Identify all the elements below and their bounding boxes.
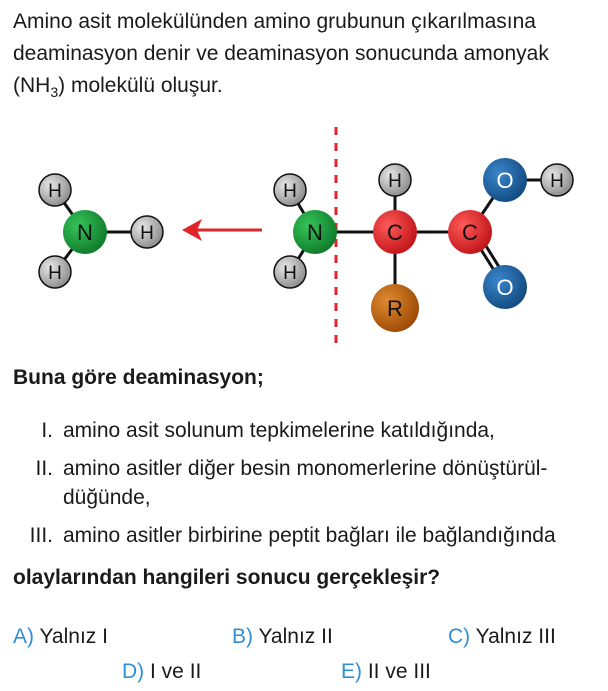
ammonia-molecule: H H N H	[38, 173, 164, 289]
atom-label: C	[387, 220, 403, 245]
statement-text: amino asit solunum tepkimelerine katıldı…	[63, 419, 495, 442]
atom-label: N	[77, 220, 93, 245]
atom-label: H	[48, 181, 62, 202]
deamination-diagram: H H N H H H N H	[38, 127, 574, 345]
oxygen-atom: O	[483, 265, 527, 309]
statement-number: I.	[41, 419, 53, 442]
option-text: Yalnız II	[258, 625, 333, 648]
r-group-atom: R	[371, 284, 419, 332]
nitrogen-atom: N	[293, 210, 337, 254]
option-d[interactable]: D) I ve II	[122, 660, 201, 684]
hydrogen-atom: H	[38, 173, 72, 207]
atom-label: O	[496, 275, 513, 300]
statement-item: I. amino asit solunum tepkimelerine katı…	[13, 416, 603, 446]
statement-text: amino asitler diğer besin monomerlerine …	[63, 457, 548, 480]
atom-label: H	[48, 263, 62, 284]
option-b[interactable]: B) Yalnız II	[232, 625, 333, 649]
option-e[interactable]: E) II ve III	[341, 660, 431, 684]
intro-line-2: deaminasyon denir ve deaminasyon sonucun…	[13, 42, 549, 65]
atom-label: R	[387, 296, 403, 321]
carbon-atom: C	[448, 210, 492, 254]
intro-subscript: 3	[50, 84, 59, 101]
option-letter: E)	[341, 660, 362, 683]
statement-item: II. amino asitler diğer besin monomerler…	[13, 454, 603, 514]
amino-acid-molecule: H H N H C R C O	[273, 158, 574, 332]
hydrogen-atom: H	[38, 255, 72, 289]
intro-line-1: Amino asit molekülünden amino grubunun ç…	[13, 10, 536, 33]
statement-item: III. amino asitler birbirine peptit bağl…	[13, 521, 608, 551]
question-stem: Buna göre deaminasyon;	[13, 366, 264, 389]
option-letter: B)	[232, 625, 253, 648]
option-text: I ve II	[150, 660, 202, 683]
intro-line-3: (NH3) molekülü oluşur.	[13, 70, 603, 102]
option-text: Yalnız III	[475, 625, 556, 648]
option-text: Yalnız I	[39, 625, 108, 648]
atom-label: H	[283, 181, 297, 202]
atom-label: O	[496, 168, 513, 193]
atom-label: H	[550, 171, 564, 192]
hydrogen-atom: H	[273, 255, 307, 289]
hydrogen-atom: H	[378, 163, 412, 197]
carbon-atom: C	[373, 210, 417, 254]
oxygen-atom: O	[483, 158, 527, 202]
option-letter: D)	[122, 660, 145, 683]
intro-paragraph: Amino asit molekülünden amino grubunun ç…	[13, 6, 603, 102]
atom-label: N	[307, 220, 323, 245]
option-c[interactable]: C) Yalnız III	[448, 625, 556, 649]
hydrogen-atom: H	[130, 215, 164, 249]
nitrogen-atom: N	[63, 210, 107, 254]
hydrogen-atom: H	[540, 163, 574, 197]
intro-line-3-suffix: ) molekülü oluşur.	[58, 74, 223, 97]
reaction-arrow	[182, 219, 262, 241]
option-a[interactable]: A) Yalnız I	[13, 625, 108, 649]
question-text: olaylarından hangileri sonucu gerçekleşi…	[13, 566, 441, 589]
statement-text: amino asitler birbirine peptit bağları i…	[63, 524, 556, 547]
hydrogen-atom: H	[273, 173, 307, 207]
statement-number: III.	[29, 524, 53, 547]
statement-text-continued: düğünde,	[63, 486, 151, 509]
atom-label: H	[283, 263, 297, 284]
atom-label: H	[140, 223, 154, 244]
statement-number: II.	[35, 457, 53, 480]
option-letter: C)	[448, 625, 471, 648]
atom-label: C	[462, 220, 478, 245]
option-letter: A)	[13, 625, 34, 648]
intro-line-3-prefix: (NH	[13, 74, 51, 97]
option-text: II ve III	[367, 660, 431, 683]
atom-label: H	[388, 171, 402, 192]
